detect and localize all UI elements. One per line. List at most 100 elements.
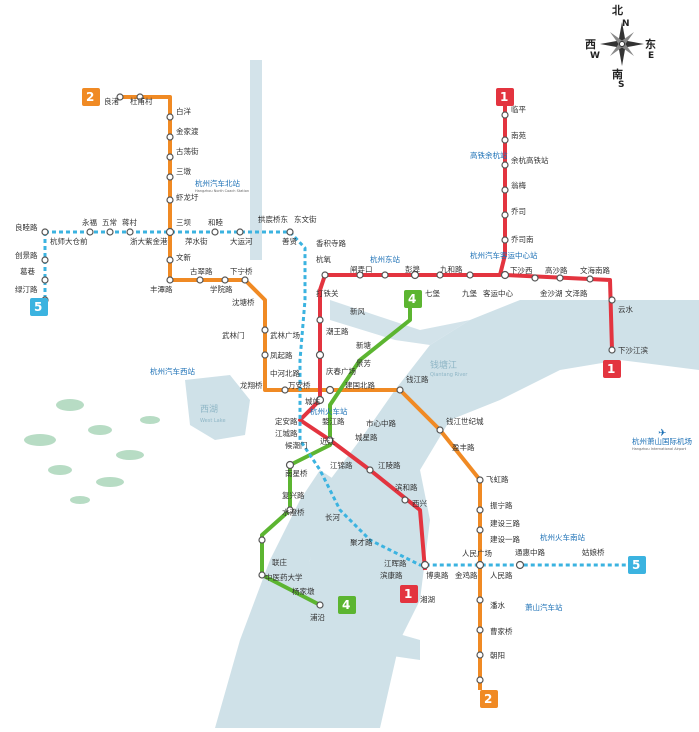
label-gaosha: 高沙路 (545, 265, 568, 275)
label-sandun: 三墩 (176, 166, 191, 176)
west-lake-en: West Lake (200, 418, 226, 424)
badge-line4-top: 4 (404, 290, 422, 308)
label-fuxing: 复兴路 (282, 490, 305, 500)
water-layer (185, 60, 699, 728)
label-liangmu: 良睦路 (15, 222, 38, 232)
label-qijia: 七堡 (425, 288, 440, 298)
label-shuicheng: 水澄桥 (282, 507, 305, 517)
label-wanan: 万安桥 (288, 380, 311, 390)
svg-text:1: 1 (607, 362, 615, 376)
label-jiuhe: 九和路 (440, 264, 463, 274)
label-jianglin: 江陵路 (378, 460, 401, 470)
station-hemu (211, 228, 219, 236)
badge-line2-top: 2 (82, 88, 100, 106)
station-gelu (41, 276, 49, 284)
label-zheda: 浙大紫金港 (130, 236, 168, 246)
station-sandun (166, 173, 174, 181)
label-east-rail: 杭州东站 (370, 254, 400, 264)
label-hangshida: 杭师大仓前 (50, 236, 88, 246)
label-caoqiao: 闸弄口 (350, 265, 373, 274)
label-qiaosi: 乔司 (511, 207, 526, 216)
label-gelu: 葛巷 (20, 266, 35, 276)
station-xiaoningqiao (241, 276, 249, 284)
compass-north: 北 (612, 3, 623, 17)
label-binhe: 滨和路 (395, 482, 418, 492)
label-dinganlu: 定安路 (275, 416, 298, 426)
station-jianglin (366, 466, 374, 474)
label-hangtang: 杭氧 (316, 254, 331, 264)
badge-line4-bottom: 4 (338, 596, 356, 614)
grand-canal (250, 60, 262, 260)
hills-decoration (24, 399, 160, 504)
station-jinjiang (326, 436, 334, 444)
station-chaoyang (476, 676, 484, 684)
label-wenze: 文泽路 (565, 288, 588, 298)
line-badges: 2 2 1 1 1 4 4 5 (30, 88, 646, 708)
label-changhe: 长河 (325, 512, 340, 522)
label-wengmei: 翁梅 (511, 180, 526, 190)
station-dayunhe (236, 228, 244, 236)
label-xiashaxi: 下沙西 (510, 266, 533, 275)
label-rail-station: 杭州火车站 (310, 406, 348, 416)
label-zhaojia: 聚才路 (350, 537, 373, 547)
west-lake-label: 西湖 (200, 404, 218, 415)
station-liangmu (41, 228, 49, 236)
qiantang-river (270, 300, 699, 728)
label-wulinguan: 拱宸桥东 (258, 214, 288, 224)
station-south-rail (515, 560, 525, 570)
label-tongxin: 通惠中路 (515, 547, 545, 557)
canal-east (330, 300, 470, 345)
station-wengmei (501, 186, 509, 194)
station-jinjiachi (166, 133, 174, 141)
compass-e: E (648, 51, 654, 61)
badge-line5-right: 5 (628, 556, 646, 574)
label-xiaoningqiao: 下宁桥 (230, 266, 253, 276)
label-dongyong: 东文街 (294, 214, 317, 224)
station-renmin (475, 560, 485, 570)
station-dagong (321, 271, 329, 279)
label-qingjiang: 钱江世纪城 (446, 416, 484, 426)
compass-south: 南 (612, 67, 623, 81)
label-kechuan: 客运中心 (483, 288, 513, 298)
south-river (350, 620, 420, 660)
station-panshui (476, 626, 484, 634)
label-baiyang: 白洋 (176, 106, 191, 116)
svg-text:5: 5 (34, 300, 42, 314)
label-gulou: 古翠路 (190, 266, 213, 276)
station-jinshahu (556, 274, 564, 282)
station-chaowang (316, 316, 324, 324)
badge-line1-top: 1 (496, 88, 514, 106)
station-qingjiang (436, 426, 444, 434)
badge-line5-left: 5 (30, 298, 48, 316)
station-qianjiang (396, 386, 404, 394)
station-feihong (476, 476, 484, 484)
station-duzhou (136, 93, 144, 101)
label-sanba: 三坝 (176, 218, 191, 227)
label-yuhangstn: 余杭高铁站 (511, 155, 549, 165)
line-2 (120, 95, 482, 690)
label-qingjiang-sq: 建国北路 (345, 380, 375, 390)
station-chuangming (41, 256, 49, 264)
label-yangjia: 杨家墩 (292, 586, 315, 596)
label-dayunhe: 大运河 (230, 236, 253, 246)
station-caoqiao (356, 271, 364, 279)
label-shentang: 善贤 (282, 236, 297, 246)
station-yunshui (608, 296, 616, 304)
station-pengbu (381, 271, 389, 279)
station-gudang (166, 153, 174, 161)
svg-text:5: 5 (632, 558, 640, 572)
label-jinjiang: 近江 (320, 436, 335, 446)
label-south-rail: 杭州火车南站 (540, 532, 585, 542)
label-chengzhan: 城站 (305, 396, 320, 406)
label-jingfang: 景芳 (356, 358, 371, 368)
label-fengqi: 凤起路 (270, 350, 293, 360)
station-jianshesan (476, 526, 484, 534)
label-jianshe1: 建设一路 (490, 534, 520, 544)
label-gudang: 古荡街 (176, 146, 199, 156)
station-xiaolong (166, 196, 174, 204)
station-fengtan (166, 276, 174, 284)
label-fengtan: 丰潭路 (150, 284, 173, 294)
station-kechuan (500, 270, 510, 280)
station-qingchun (325, 385, 335, 395)
label-zhenning: 振宁路 (490, 500, 513, 510)
